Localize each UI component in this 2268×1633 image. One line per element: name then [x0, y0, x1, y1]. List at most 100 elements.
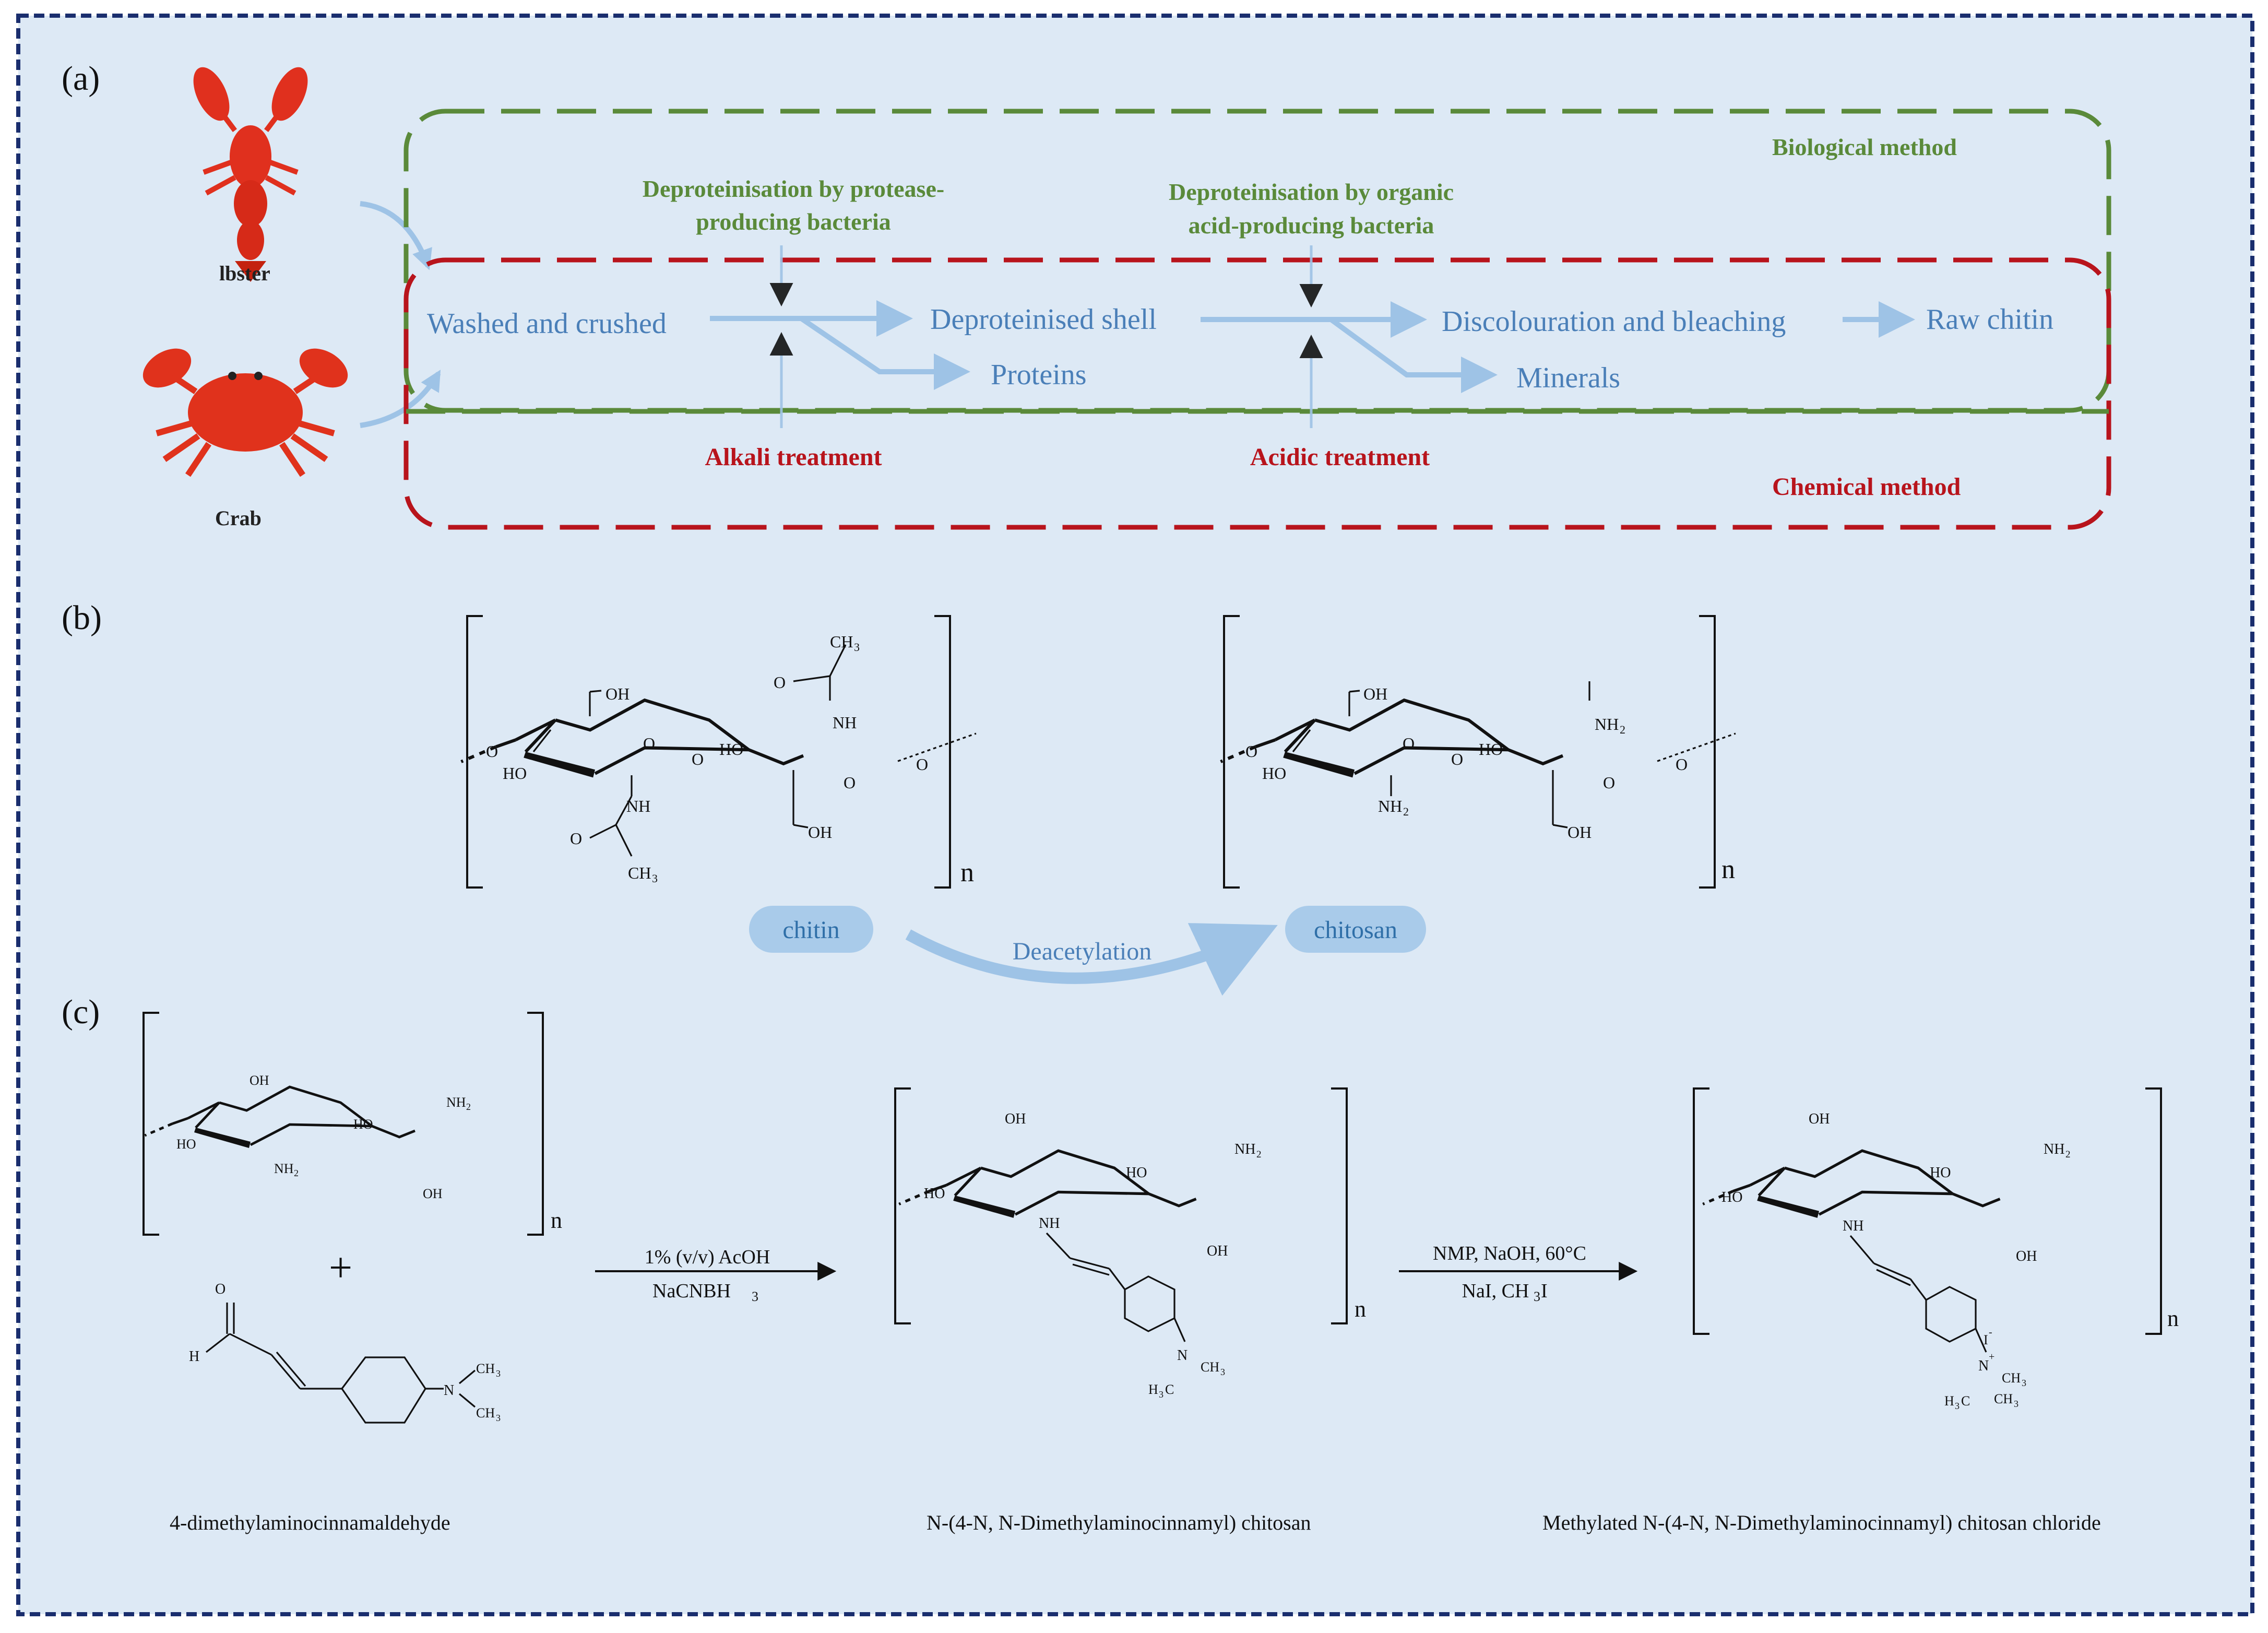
svg-text:HO: HO [1479, 740, 1503, 759]
reagent-caption: 4-dimethylaminocinnamaldehyde [170, 1511, 450, 1534]
svg-text:NH: NH [626, 797, 650, 815]
svg-text:OH: OH [250, 1073, 269, 1088]
svg-text:2: 2 [2065, 1149, 2071, 1160]
svg-text:NH: NH [274, 1161, 294, 1176]
alkali-treatment-label: Alkali treatment [705, 443, 882, 471]
svg-text:HO: HO [176, 1137, 196, 1152]
svg-text:OH: OH [1363, 684, 1387, 703]
chitin-repeat-n: n [960, 858, 974, 888]
svg-text:OH: OH [1568, 823, 1592, 842]
crab-icon [143, 348, 348, 477]
panel-label-a: (a) [62, 60, 100, 98]
svg-text:O: O [570, 829, 582, 848]
svg-text:HO: HO [924, 1186, 945, 1202]
bio-step2-line1: Deproteinisation by organic [1169, 179, 1454, 205]
flow-proteins: Proteins [991, 359, 1087, 391]
svg-text:3: 3 [2022, 1378, 2026, 1388]
svg-text:HO: HO [503, 764, 527, 783]
chemical-method-box [403, 257, 2111, 530]
svg-text:3: 3 [854, 641, 860, 654]
svg-text:n: n [2167, 1306, 2179, 1331]
svg-text:3: 3 [652, 872, 658, 885]
svg-text:3: 3 [1159, 1389, 1163, 1400]
svg-text:CH: CH [476, 1405, 495, 1421]
svg-text:OH: OH [1809, 1111, 1830, 1127]
svg-text:OH: OH [423, 1186, 443, 1201]
svg-text:HO: HO [1721, 1189, 1742, 1205]
svg-text:O: O [1451, 750, 1463, 768]
svg-text:HO: HO [1262, 764, 1286, 783]
svg-text:n: n [1355, 1296, 1366, 1322]
svg-text:O: O [1245, 742, 1257, 761]
crab-label: Crab [215, 506, 262, 530]
svg-text:O: O [692, 750, 704, 768]
svg-text:2: 2 [294, 1168, 299, 1178]
svg-text:HO: HO [1930, 1165, 1951, 1181]
svg-text:O: O [774, 673, 786, 692]
bio-step1-line1: Deproteinisation by protease- [643, 175, 944, 202]
deacetylation-arrow [905, 923, 1278, 996]
reaction-2-top: NMP, NaOH, 60°C [1433, 1242, 1586, 1264]
svg-text:C: C [1961, 1393, 1970, 1409]
reaction-2-bottom: NaI, CH [1462, 1280, 1529, 1302]
svg-text:2: 2 [1403, 805, 1409, 818]
lobster-label: lbster [219, 262, 270, 285]
svg-text:O: O [844, 773, 856, 792]
svg-text:O: O [643, 734, 655, 753]
svg-text:OH: OH [605, 684, 630, 703]
svg-text:C: C [1165, 1382, 1174, 1397]
flow-minerals: Minerals [1516, 362, 1620, 394]
svg-text:NH: NH [1595, 715, 1619, 733]
svg-text:O: O [215, 1281, 225, 1297]
flow-discolouration: Discolouration and bleaching [1442, 305, 1786, 338]
svg-text:+: + [1989, 1351, 1994, 1363]
reaction-1-top: 1% (v/v) AcOH [645, 1246, 770, 1268]
svg-text:OH: OH [1207, 1243, 1228, 1259]
svg-text:O: O [1403, 734, 1415, 753]
svg-text:NH: NH [1039, 1215, 1060, 1232]
svg-text:CH: CH [2002, 1370, 2021, 1386]
svg-text:N: N [1177, 1347, 1188, 1364]
svg-text:3: 3 [496, 1413, 501, 1423]
product1-caption: N-(4-N, N-Dimethylaminocinnamyl) chitosa… [927, 1511, 1311, 1534]
svg-text:2: 2 [466, 1102, 471, 1112]
svg-text:O: O [916, 755, 928, 774]
svg-text:n: n [551, 1208, 562, 1233]
svg-text:NH: NH [1843, 1218, 1863, 1234]
svg-text:-: - [1989, 1327, 1992, 1338]
svg-text:HO: HO [1126, 1165, 1147, 1181]
svg-text:2: 2 [1620, 723, 1625, 736]
svg-text:CH: CH [1994, 1391, 2013, 1406]
svg-text:HO: HO [353, 1117, 373, 1132]
svg-text:H: H [189, 1348, 199, 1365]
svg-text:3: 3 [1955, 1401, 1960, 1411]
panel-label-b: (b) [62, 599, 102, 637]
chitin-label: chitin [782, 916, 839, 944]
svg-text:N: N [1978, 1358, 1989, 1374]
svg-text:2: 2 [1256, 1149, 1262, 1160]
reaction-1-bottom: NaCNBH [652, 1280, 731, 1302]
svg-text:OH: OH [808, 823, 832, 842]
panel-label-c: (c) [62, 993, 100, 1031]
bio-step1-line2: producing bacteria [696, 208, 891, 235]
figure-frame [16, 14, 2254, 1616]
flow-deproteinised-shell: Deproteinised shell [930, 303, 1157, 336]
svg-text:3: 3 [1534, 1289, 1540, 1304]
svg-text:CH: CH [1201, 1359, 1219, 1375]
svg-text:CH: CH [830, 632, 853, 651]
svg-text:NH: NH [2044, 1141, 2064, 1157]
chitosan-label: chitosan [1314, 916, 1397, 944]
svg-text:3: 3 [496, 1368, 501, 1379]
biological-method-box [403, 109, 2111, 413]
lobster-arrow [360, 201, 432, 270]
flow-washed-crushed: Washed and crushed [427, 307, 667, 340]
svg-text:I: I [1984, 1332, 1988, 1347]
svg-text:H: H [1944, 1393, 1954, 1409]
deacetylation-label: Deacetylation [1013, 938, 1152, 965]
svg-text:H: H [1148, 1382, 1158, 1397]
